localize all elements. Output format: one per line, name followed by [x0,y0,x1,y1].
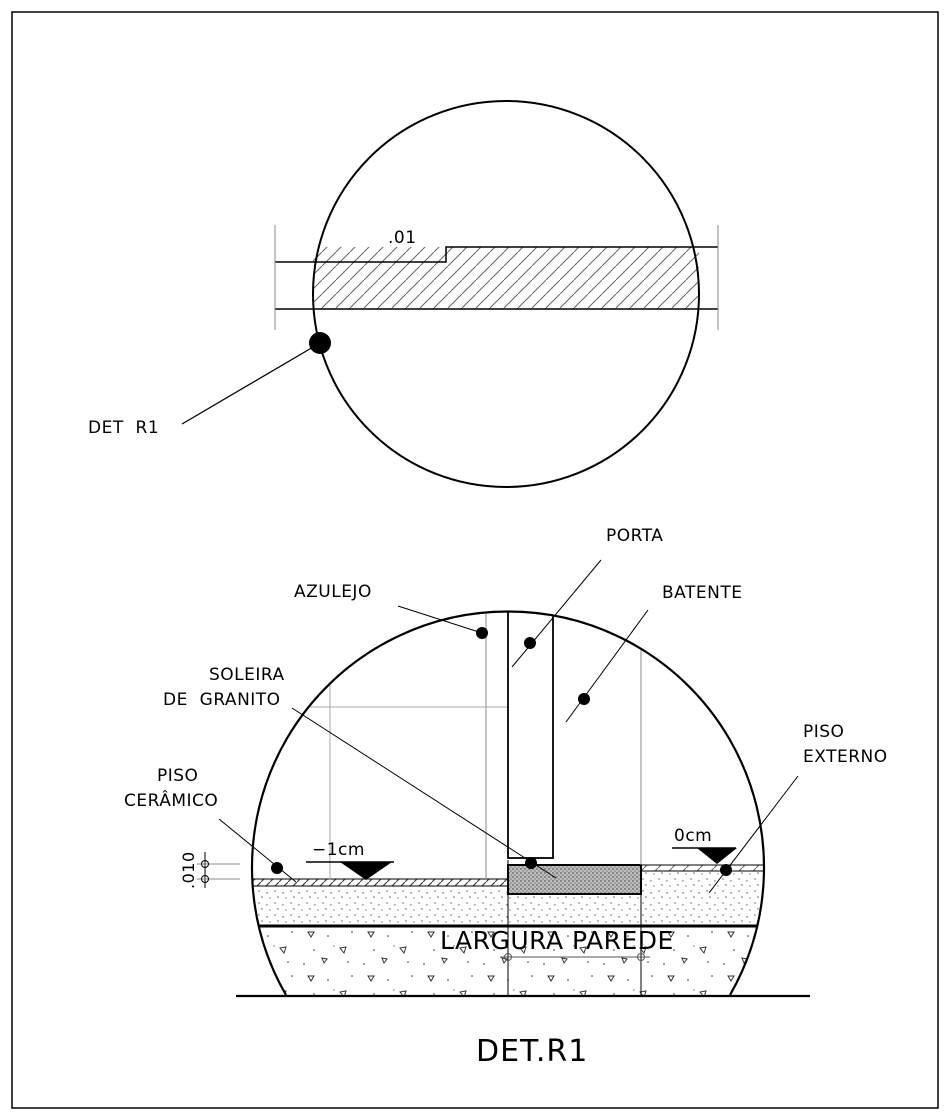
soleira-leader [291,707,557,879]
level-triangle-left [340,862,392,880]
label-soleira-line1: SOLEIRA [209,665,285,685]
threshold-hatched-strip [313,247,699,309]
piso-ceramico-leader [218,818,297,883]
top-plan-detail: .01 DET R1 [88,100,719,488]
threshold-step-outline [275,246,718,263]
label-porta: PORTA [606,526,663,546]
drawing-title: DET.R1 [476,1034,588,1069]
level-triangle-right [697,848,737,864]
vertical-dim-tick-top [201,860,209,868]
callout-leader [181,342,321,425]
porta-leader-dot [524,637,536,649]
vertical-dimension-label: .010 [179,851,198,889]
wall-width-dim-tick-left [504,953,512,961]
wall-width-label: LARGURA PAREDE [440,926,674,955]
label-piso-ceramico-line2: CERÂMICO [124,789,218,811]
batente-leader [565,609,649,723]
label-piso-ceramico-line1: PISO [157,766,198,786]
label-piso-externo-line1: PISO [803,722,844,742]
label-azulejo: AZULEJO [294,582,372,602]
level-label-right: 0cm [674,826,712,846]
piso-ceramico-leader-dot [271,862,283,874]
wall-width-dim-tick-right [637,953,645,961]
granite-sill [507,864,642,895]
label-soleira-line2: DE GRANITO [163,690,281,710]
mortar-bed-external [641,871,764,886]
door-leaf [507,611,554,859]
detail-callout-label: DET R1 [88,418,159,438]
level-label-left: −1cm [312,840,365,860]
ceramic-floor-layer [251,878,509,887]
detail-circle [312,100,700,488]
section-contents [251,611,764,995]
piso-externo-leader-dot [720,864,732,876]
label-piso-externo-line2: EXTERNO [803,747,888,767]
sheet-border [11,11,939,1109]
soleira-leader-dot [525,857,537,869]
step-dimension-label: .01 [388,228,417,248]
label-batente: BATENTE [662,583,742,603]
section-dome-outline [250,610,766,996]
vertical-dim-tick-bottom [201,875,209,883]
section-detail: −1cm 0cm .010 PORTA AZULEJO BATENTE SOLE… [124,526,888,998]
batente-leader-dot [578,693,590,705]
azulejo-leader [397,605,483,634]
porta-leader [511,559,602,668]
azulejo-leader-dot [476,627,488,639]
external-floor-layer [640,864,764,872]
